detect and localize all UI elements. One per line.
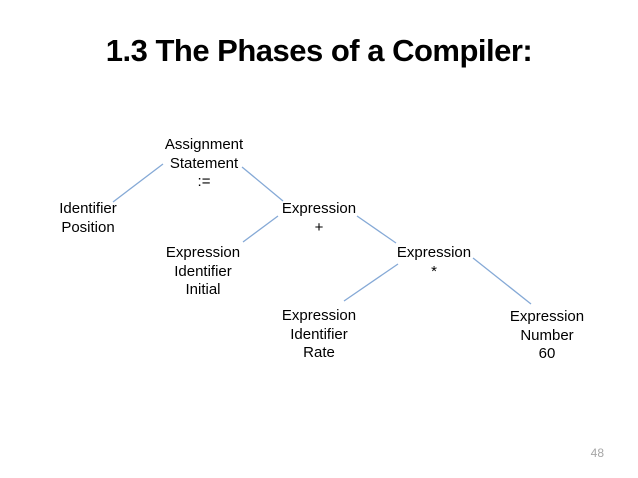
- tree-node-label: Identifier: [290, 325, 348, 343]
- tree-node-label: Position: [61, 218, 115, 236]
- tree-node-label: Expression: [509, 308, 585, 325]
- tree-node-expression-plus: Expression+: [249, 200, 389, 237]
- tree-edge-expression-plus--expression-star: [356, 215, 397, 244]
- tree-node-label: Assignment: [164, 136, 244, 153]
- tree-edge-expression-star--expression-identifier-rate: [343, 263, 399, 302]
- tree-node-label: Number: [520, 326, 574, 344]
- tree-node-label: Expression: [396, 244, 472, 261]
- tree-node-label: Rate: [303, 344, 335, 361]
- slide-title: 1.3 The Phases of a Compiler:: [105, 33, 533, 68]
- tree-node-label: Expression: [165, 244, 241, 261]
- tree-node-label: :=: [197, 173, 211, 190]
- tree-edge-expression-star--expression-number-60: [472, 257, 532, 305]
- tree-node-label: Identifier: [174, 262, 232, 280]
- tree-edge-assignment-statement--expression-plus: [241, 166, 284, 202]
- tree-node-label: Statement: [169, 154, 239, 172]
- tree-node-label: Initial: [185, 281, 221, 298]
- tree-node-label: *: [431, 262, 437, 280]
- tree-node-label: Expression: [281, 307, 357, 324]
- tree-edge-assignment-statement--identifier-position: [112, 163, 164, 203]
- tree-node-label: Expression: [281, 200, 357, 217]
- tree-node-expression-star: Expression*: [364, 244, 504, 281]
- tree-edge-expression-plus--expression-identifier-initial: [242, 215, 279, 243]
- tree-node-label: +: [314, 218, 324, 236]
- tree-node-label: Identifier: [59, 200, 117, 217]
- page-number: 48: [590, 446, 604, 460]
- tree-node-label: 60: [538, 345, 556, 362]
